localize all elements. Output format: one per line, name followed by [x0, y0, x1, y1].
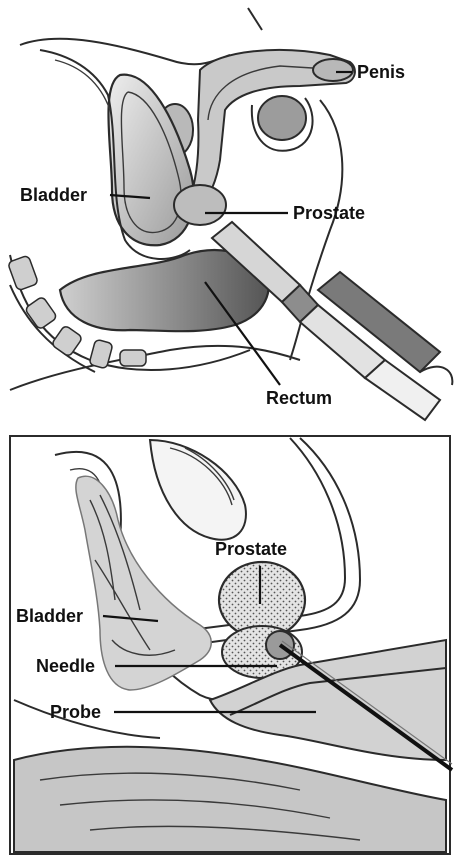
- testis: [258, 96, 306, 140]
- top-panel: Penis Bladder Prostate Rectum: [8, 8, 453, 420]
- label-penis: Penis: [357, 62, 405, 82]
- label-rectum: Rectum: [266, 388, 332, 408]
- label-prostate: Prostate: [293, 203, 365, 223]
- label-probe: Probe: [50, 702, 101, 722]
- glans: [313, 59, 353, 81]
- label-bladder: Bladder: [20, 185, 87, 205]
- label-bladder-lower: Bladder: [16, 606, 83, 626]
- prostate-shape: [174, 185, 226, 225]
- label-prostate-lower: Prostate: [215, 539, 287, 559]
- ultrasound-probe: [212, 222, 452, 420]
- label-needle: Needle: [36, 656, 95, 676]
- bottom-panel: Prostate Bladder Needle Probe: [10, 436, 452, 854]
